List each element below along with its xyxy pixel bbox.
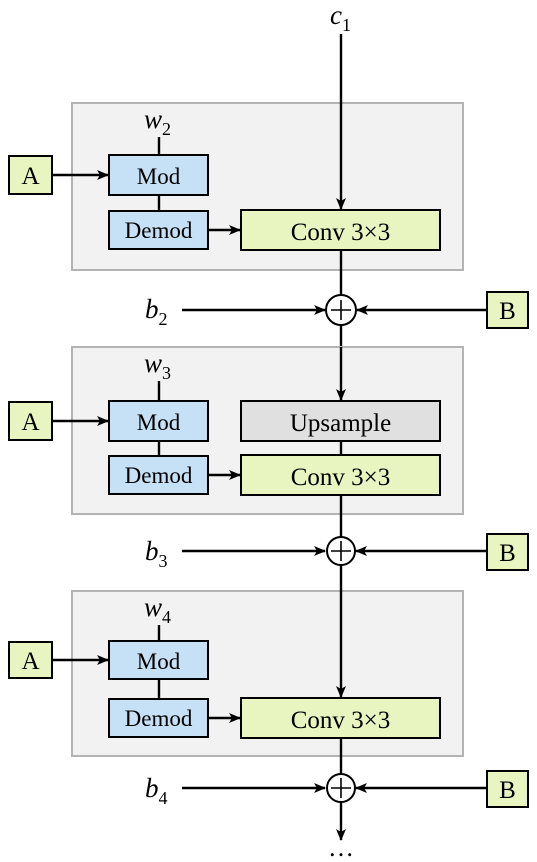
- block-1-demod-box: [108, 210, 209, 250]
- block-2-b-label: B: [499, 540, 516, 567]
- block-3-demod-label: Demod: [125, 706, 193, 731]
- block-1-b-label: B: [499, 298, 516, 325]
- block-1-demod-label: Demod: [125, 218, 193, 243]
- input-sub: 1: [342, 15, 351, 35]
- block-2-upsample-label: Upsample: [290, 410, 391, 437]
- block-3-conv-box: [240, 697, 441, 739]
- block-1-mod-box: [108, 154, 209, 196]
- block-3-conv-label: Conv 3×3: [291, 707, 391, 734]
- block-2-conv-box: [240, 454, 441, 496]
- block-1-a-label: A: [21, 163, 39, 190]
- block-2-upsample-box: [240, 400, 441, 442]
- block-1-weight-label: w2: [144, 104, 171, 139]
- block-2-conv-label: Conv 3×3: [291, 464, 391, 491]
- block-3-a-label: A: [21, 648, 39, 675]
- block-1-conv-box: [240, 209, 441, 251]
- bias-2-label: b3: [145, 536, 168, 571]
- block-2-a-box: [8, 401, 53, 441]
- block-3-weight-label: w4: [144, 592, 171, 627]
- bias-1-label: b2: [145, 294, 168, 329]
- continuation-ellipsis: …: [328, 833, 354, 862]
- input-label: c1: [330, 0, 351, 35]
- block-2-a-label: A: [21, 409, 39, 436]
- input-var: c: [330, 0, 342, 30]
- block-2-weight-label: w3: [144, 348, 171, 383]
- block-1-a-box: [8, 155, 53, 195]
- block-2-mod-label: Mod: [137, 410, 181, 435]
- block-1-conv-label: Conv 3×3: [291, 219, 391, 246]
- block-3-mod-box: [108, 640, 209, 680]
- block-2-demod-box: [108, 455, 209, 495]
- block-1-mod-label: Mod: [137, 164, 181, 189]
- block-2-b-box: [486, 533, 529, 571]
- block-2-demod-label: Demod: [125, 463, 193, 488]
- block-3-b-box: [486, 770, 529, 808]
- block-3-mod-label: Mod: [137, 649, 181, 674]
- bias-3-label: b4: [145, 773, 168, 808]
- block-3-b-label: B: [499, 777, 516, 804]
